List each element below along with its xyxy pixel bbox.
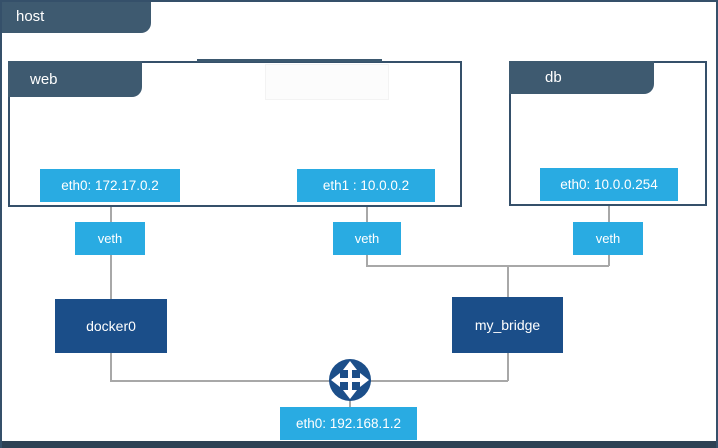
faded-box-artifact (265, 64, 389, 100)
bridge-docker0: docker0 (55, 299, 167, 353)
container-db-tab: db (509, 61, 654, 94)
container-web-label: web (30, 70, 58, 88)
router-icon (328, 358, 372, 402)
connector-line (110, 255, 112, 299)
connector-line (110, 353, 112, 381)
connector-line (608, 255, 610, 266)
connector-line (608, 201, 610, 222)
connector-line (110, 202, 112, 222)
veth-web-0: veth (75, 222, 145, 255)
connector-line (366, 265, 609, 267)
bridge-my-bridge: my_bridge (452, 297, 563, 353)
container-db-label: db (545, 69, 562, 86)
host-label: host (16, 8, 45, 25)
host-bottom-border (2, 441, 716, 448)
veth-web-1: veth (333, 222, 401, 255)
interface-web-eth1: eth1 : 10.0.0.2 (297, 169, 435, 202)
interface-db-eth0: eth0: 10.0.0.254 (540, 168, 678, 201)
container-web-tab: web (8, 61, 142, 97)
connector-line (366, 255, 368, 266)
interface-host-eth0: eth0: 192.168.1.2 (280, 407, 417, 440)
connector-line (507, 265, 509, 297)
connector-line (366, 202, 368, 222)
connector-line (349, 400, 351, 408)
border-artifact (197, 59, 382, 62)
host-tab: host (2, 2, 151, 33)
connector-line (507, 353, 509, 381)
veth-db: veth (573, 222, 643, 255)
connector-line (110, 380, 508, 382)
interface-web-eth0: eth0: 172.17.0.2 (40, 169, 180, 202)
